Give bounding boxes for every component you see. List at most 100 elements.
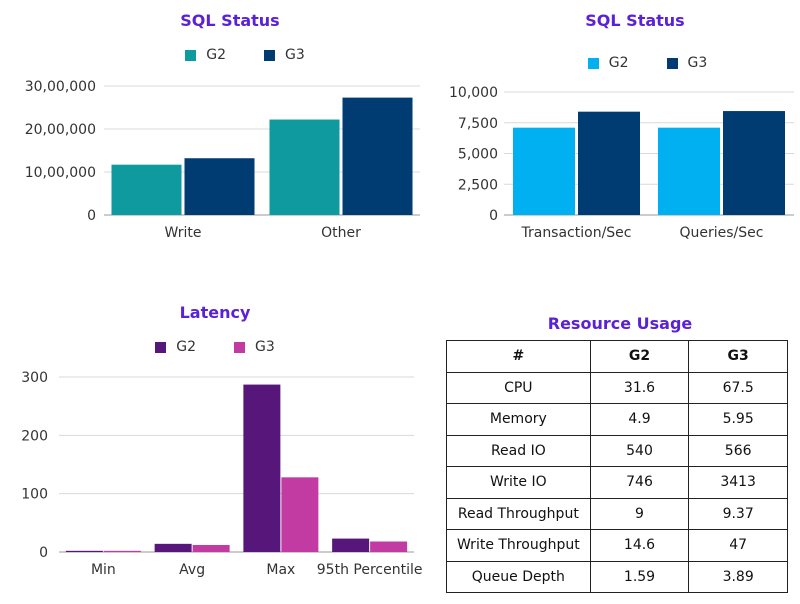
x-tick-label: Other xyxy=(321,225,361,241)
legend-item-g3: G3 xyxy=(234,339,275,355)
row-label-cell: Write IO xyxy=(446,466,591,499)
y-tick-label: 10,000 xyxy=(449,85,498,101)
row-label-cell: Read Throughput xyxy=(446,497,591,530)
chart-legend: G2 G3 xyxy=(0,339,430,355)
legend-label-g2: G2 xyxy=(176,339,196,355)
legend-label-g3: G3 xyxy=(255,339,275,355)
legend-label-g3: G3 xyxy=(687,55,708,71)
bar-other-g3 xyxy=(342,97,413,215)
column-header: # xyxy=(446,340,591,373)
y-tick-label: 0 xyxy=(87,208,96,224)
value-cell: 9 xyxy=(589,497,690,530)
row-label-cell: Read IO xyxy=(446,434,591,467)
legend-swatch-g3 xyxy=(666,57,678,69)
chart-legend: G2 G3 xyxy=(495,55,800,71)
x-tick-label: Write xyxy=(165,225,202,241)
bar-avg-g2 xyxy=(154,543,192,552)
legend-item-g3: G3 xyxy=(264,47,305,63)
value-cell: 67.5 xyxy=(688,371,788,404)
value-cell: 31.6 xyxy=(589,371,690,404)
legend-label-g3: G3 xyxy=(285,47,305,63)
legend-swatch-g2 xyxy=(587,57,599,69)
bar-transaction-sec-g3 xyxy=(578,111,640,215)
bar-95th-percentile-g2 xyxy=(332,538,370,552)
bar-write-g3 xyxy=(184,158,255,215)
value-cell: 1.59 xyxy=(589,560,690,593)
table-header-row: # G2 G3 xyxy=(446,340,788,373)
y-tick-label: 300 xyxy=(21,370,48,386)
legend-label-g2: G2 xyxy=(608,55,629,71)
bar-max-g2 xyxy=(243,384,281,552)
row-label-cell: CPU xyxy=(446,371,591,404)
y-tick-label: 2,500 xyxy=(458,177,498,193)
y-tick-label: 5,000 xyxy=(458,147,498,163)
legend-item-g2: G2 xyxy=(185,47,226,63)
x-tick-label: Avg xyxy=(179,562,205,578)
chart-title: SQL Status xyxy=(180,11,280,30)
legend-item-g3: G3 xyxy=(666,55,708,71)
row-label-cell: Memory xyxy=(446,403,591,436)
row-label-cell: Write Throughput xyxy=(446,529,591,562)
y-tick-label: 30,00,000 xyxy=(25,79,96,95)
legend-item-g2: G2 xyxy=(155,339,196,355)
legend-swatch-g3 xyxy=(264,49,275,61)
legend-label-g2: G2 xyxy=(206,47,226,63)
row-label-cell: Queue Depth xyxy=(446,560,591,593)
chart-title: SQL Status xyxy=(585,11,685,30)
bar-write-g2 xyxy=(111,164,182,215)
x-tick-label: Transaction/Sec xyxy=(520,225,631,241)
value-cell: 566 xyxy=(688,434,788,467)
table-title: Resource Usage xyxy=(547,314,693,333)
value-cell: 5.95 xyxy=(688,403,788,436)
bar-queries-sec-g3 xyxy=(723,111,785,215)
y-tick-label: 0 xyxy=(39,545,48,561)
bar-95th-percentile-g3 xyxy=(370,541,408,552)
y-tick-label: 100 xyxy=(21,487,48,503)
value-cell: 14.6 xyxy=(589,529,690,562)
y-tick-label: 0 xyxy=(489,208,498,224)
chart-title: Latency xyxy=(179,303,251,322)
y-tick-label: 200 xyxy=(21,428,48,444)
value-cell: 3413 xyxy=(688,466,788,499)
bar-other-g2 xyxy=(269,119,340,215)
bar-avg-g3 xyxy=(192,545,230,552)
bar-max-g3 xyxy=(281,477,319,552)
legend-swatch-g2 xyxy=(185,49,197,61)
legend-swatch-g2 xyxy=(155,341,167,353)
y-tick-label: 10,00,000 xyxy=(25,165,96,181)
legend-swatch-g3 xyxy=(234,341,245,353)
x-tick-label: 95th Percentile xyxy=(317,562,423,578)
value-cell: 9.37 xyxy=(688,497,788,530)
value-cell: 47 xyxy=(688,529,788,562)
x-tick-label: Queries/Sec xyxy=(680,225,764,241)
column-header: G2 xyxy=(589,340,690,373)
x-tick-label: Min xyxy=(91,562,116,578)
value-cell: 3.89 xyxy=(688,560,788,593)
value-cell: 540 xyxy=(589,434,690,467)
bar-min-g3 xyxy=(103,550,141,552)
value-cell: 746 xyxy=(589,466,690,499)
y-tick-label: 20,00,000 xyxy=(25,122,96,138)
x-tick-label: Max xyxy=(266,562,295,578)
legend-item-g2: G2 xyxy=(587,55,629,71)
bar-transaction-sec-g2 xyxy=(513,127,575,215)
bar-queries-sec-g2 xyxy=(658,127,720,215)
sql-status-chart-1: SQL Status G2 G3 0 10,00,000 20,00,000 30,0… xyxy=(0,0,430,250)
chart-legend: G2 G3 xyxy=(60,47,430,63)
value-cell: 4.9 xyxy=(589,403,690,436)
bar-min-g2 xyxy=(65,550,103,552)
